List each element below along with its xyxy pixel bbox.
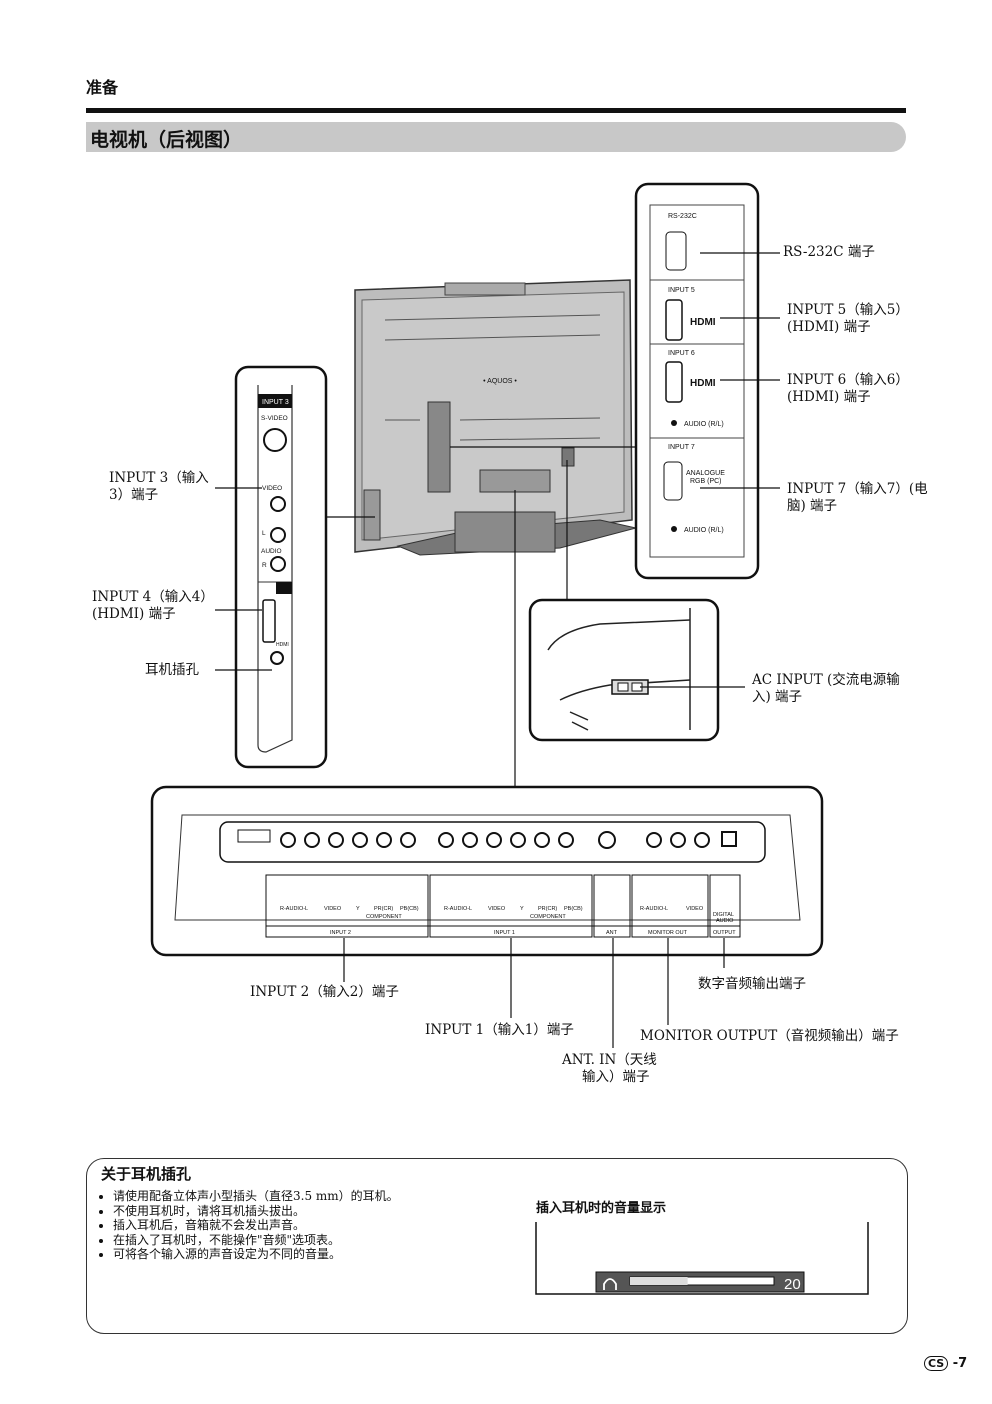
label-ant-line2: 输入）端子 <box>582 1069 650 1085</box>
svg-text:L: L <box>262 530 266 537</box>
tv-rear-illustration: • AQUOS • <box>354 279 637 556</box>
svg-text:R-AUDIO-L: R-AUDIO-L <box>280 906 308 912</box>
svg-text:PR(CR): PR(CR) <box>538 906 557 912</box>
volume-display-title: 插入耳机时的音量显示 <box>536 1201 667 1216</box>
svg-text:AUDIO (R/L): AUDIO (R/L) <box>684 421 724 428</box>
svg-text:Y: Y <box>356 906 360 912</box>
svg-text:INPUT 5: INPUT 5 <box>668 287 695 294</box>
svg-text:AUDIO (R/L): AUDIO (R/L) <box>684 527 724 534</box>
notes-item: 请使用配备立体声小型插头（直径3.5 mm）的耳机。 <box>113 1189 399 1204</box>
label-input6-line1: INPUT 6（输入6） <box>787 372 909 388</box>
header-rule <box>86 108 906 113</box>
svg-text:VIDEO: VIDEO <box>324 906 342 912</box>
page-number-text: -7 <box>952 1356 968 1371</box>
label-input3-line2: 3）端子 <box>109 487 159 503</box>
svg-text:VIDEO: VIDEO <box>686 906 704 912</box>
section-title-band: 电视机（后视图） <box>86 122 906 152</box>
label-input7-line1: INPUT 7（输入7）(电 <box>787 481 928 497</box>
volume-value: 20 <box>784 1276 801 1293</box>
rear-view-diagram: • AQUOS • RS-232C INPUT 5 HDMI <box>150 182 824 1048</box>
svg-text:HDMI: HDMI <box>690 317 716 328</box>
notes-item: 可将各个输入源的声音设定为不同的音量。 <box>113 1247 399 1262</box>
label-input1: INPUT 1（输入1）端子 <box>425 1022 574 1038</box>
label-input4-line1: INPUT 4（输入4） <box>92 589 214 605</box>
svg-text:VIDEO: VIDEO <box>488 906 506 912</box>
svg-text:RS-232C: RS-232C <box>668 213 697 220</box>
volume-display-illustration: 20 <box>535 1222 869 1295</box>
label-headphone: 耳机插孔 <box>145 662 199 678</box>
svg-text:INPUT 3: INPUT 3 <box>262 399 289 406</box>
svg-text:HDMI: HDMI <box>690 378 716 389</box>
headphone-notes-box: 关于耳机插孔 请使用配备立体声小型插头（直径3.5 mm）的耳机。 不使用耳机时… <box>86 1158 908 1334</box>
label-input5-line2: (HDMI) 端子 <box>787 319 871 335</box>
svg-text:OUTPUT: OUTPUT <box>713 930 736 936</box>
svg-text:R-AUDIO-L: R-AUDIO-L <box>444 906 472 912</box>
notes-item: 在插入了耳机时，不能操作"音频"选项表。 <box>113 1233 399 1248</box>
svg-text:PR(CR): PR(CR) <box>374 906 393 912</box>
svg-text:INPUT 7: INPUT 7 <box>668 444 695 451</box>
label-ac-input-line1: AC INPUT (交流电源输 <box>752 672 900 688</box>
svg-text:COMPONENT: COMPONENT <box>530 914 566 920</box>
side-connector-panel: INPUT 3 S-VIDEO VIDEO L AUDIO R HDMI <box>234 365 328 769</box>
bottom-connector-panel: R-AUDIO-L VIDEO Y PR(CR) PB(CB) COMPONEN… <box>150 785 824 957</box>
language-badge: CS <box>924 1356 949 1371</box>
svg-text:INPUT 2: INPUT 2 <box>330 930 351 936</box>
svg-text:COMPONENT: COMPONENT <box>366 914 402 920</box>
svg-text:R-AUDIO-L: R-AUDIO-L <box>640 906 668 912</box>
notes-item: 插入耳机后，音箱就不会发出声音。 <box>113 1218 399 1233</box>
label-input5-line1: INPUT 5（输入5） <box>787 302 909 318</box>
svg-text:HDMI: HDMI <box>276 642 289 648</box>
label-monitor-output: MONITOR OUTPUT（音视频输出）端子 <box>640 1028 899 1044</box>
svg-text:R: R <box>262 562 267 569</box>
ac-input-panel <box>528 598 720 742</box>
svg-text:AUDIO: AUDIO <box>716 918 734 924</box>
label-rs232c: RS-232C 端子 <box>783 244 875 260</box>
notes-list: 请使用配备立体声小型插头（直径3.5 mm）的耳机。 不使用耳机时，请将耳机插头… <box>101 1189 399 1262</box>
svg-text:S-VIDEO: S-VIDEO <box>261 415 288 422</box>
svg-text:PB(CB): PB(CB) <box>564 906 583 912</box>
svg-text:INPUT 1: INPUT 1 <box>494 930 515 936</box>
svg-text:PB(CB): PB(CB) <box>400 906 419 912</box>
label-ant-line1: ANT. IN（天线 <box>562 1052 657 1068</box>
page-number: CS -7 <box>924 1356 967 1371</box>
svg-text:INPUT 6: INPUT 6 <box>668 350 695 357</box>
label-ac-input-line2: 入) 端子 <box>752 689 803 705</box>
svg-text:DIGITAL: DIGITAL <box>713 912 734 918</box>
label-input4-line2: (HDMI) 端子 <box>92 606 176 622</box>
chapter-heading: 准备 <box>86 78 119 97</box>
section-title: 电视机（后视图） <box>90 129 243 151</box>
svg-text:RGB (PC): RGB (PC) <box>690 478 722 485</box>
label-input2: INPUT 2（输入2）端子 <box>250 984 399 1000</box>
svg-text:Y: Y <box>520 906 524 912</box>
notes-item: 不使用耳机时，请将耳机插头拔出。 <box>113 1204 399 1219</box>
svg-text:ANALOGUE: ANALOGUE <box>686 470 725 477</box>
right-connector-panel: RS-232C INPUT 5 HDMI INPUT 6 HDMI AUDIO … <box>634 182 760 580</box>
label-input3-line1: INPUT 3（输入 <box>109 470 209 486</box>
headphone-icon <box>603 1278 617 1290</box>
label-input6-line2: (HDMI) 端子 <box>787 389 871 405</box>
leader-lines <box>215 252 780 1048</box>
svg-text:AUDIO: AUDIO <box>261 548 282 555</box>
tv-brand-mark: • AQUOS • <box>483 378 517 385</box>
svg-text:VIDEO: VIDEO <box>262 485 282 492</box>
svg-text:ANT: ANT <box>606 930 618 936</box>
label-input7-line2: 脑) 端子 <box>787 498 838 514</box>
notes-title: 关于耳机插孔 <box>101 1165 192 1183</box>
svg-text:MONITOR OUT: MONITOR OUT <box>648 930 688 936</box>
label-digital-audio: 数字音频输出端子 <box>698 976 806 992</box>
